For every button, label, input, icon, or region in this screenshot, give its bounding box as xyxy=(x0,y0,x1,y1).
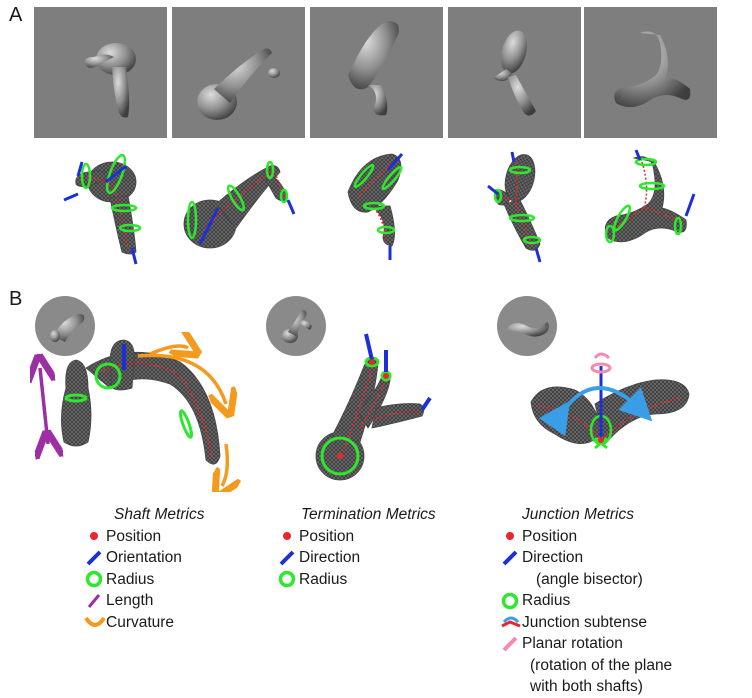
junction-position-label: Position xyxy=(522,526,577,548)
shaft-radius-row: Radius xyxy=(84,569,204,591)
orientation-bar-icon xyxy=(84,547,106,568)
termination-direction-row: Direction xyxy=(277,547,436,569)
shaft-metrics-legend: Shaft Metrics Position Orientation Radiu… xyxy=(84,504,204,633)
position-dot-icon xyxy=(277,526,299,547)
shaft-curvature-row: Curvature xyxy=(84,612,204,634)
termination-position-label: Position xyxy=(299,526,354,548)
shaft-length-row: Length xyxy=(84,590,204,612)
junction-direction-row: Direction xyxy=(500,547,672,569)
termination-direction-label: Direction xyxy=(299,547,360,569)
termination-radius-label: Radius xyxy=(299,569,347,591)
length-line-icon xyxy=(84,590,106,611)
junction-direction-note: (angle bisector) xyxy=(500,569,672,591)
render-shape-5 xyxy=(584,7,717,138)
shaft-orientation-label: Orientation xyxy=(106,547,182,569)
planar-rotation-icon xyxy=(500,633,522,654)
junction-rotation-note-2: with both shafts) xyxy=(500,676,672,698)
junction-rotation-row: Planar rotation xyxy=(500,633,672,655)
position-dot-icon xyxy=(500,526,522,547)
shaft-position-row: Position xyxy=(84,526,204,548)
junction-direction-label: Direction xyxy=(522,547,583,569)
radius-ring-icon xyxy=(84,569,106,590)
direction-bar-icon xyxy=(277,547,299,568)
panel-label-b: B xyxy=(9,288,22,311)
shaft-orientation-row: Orientation xyxy=(84,547,204,569)
shaft-metrics-title: Shaft Metrics xyxy=(84,504,204,526)
shaft-metrics-illustration xyxy=(30,332,250,496)
junction-radius-label: Radius xyxy=(522,590,570,612)
shaft-position-label: Position xyxy=(106,526,161,548)
render-shape-3 xyxy=(310,7,443,138)
mesh-shape-1 xyxy=(38,148,178,266)
junction-position-row: Position xyxy=(500,526,672,548)
mesh-shape-5 xyxy=(590,148,730,266)
radius-ring-icon xyxy=(500,590,522,611)
mesh-shape-3 xyxy=(314,148,454,266)
junction-subtense-label: Junction subtense xyxy=(522,612,647,634)
junction-metrics-title: Junction Metrics xyxy=(500,504,672,526)
shaft-radius-label: Radius xyxy=(106,569,154,591)
termination-radius-row: Radius xyxy=(277,569,436,591)
curvature-arc-icon xyxy=(84,612,106,633)
junction-metrics-illustration xyxy=(525,344,705,463)
junction-radius-row: Radius xyxy=(500,590,672,612)
termination-position-row: Position xyxy=(277,526,436,548)
shaft-curvature-label: Curvature xyxy=(106,612,174,634)
render-shape-2 xyxy=(172,7,305,138)
termination-metrics-legend: Termination Metrics Position Direction R… xyxy=(277,504,436,590)
junction-rotation-label: Planar rotation xyxy=(522,633,623,655)
junction-metrics-legend: Junction Metrics Position Direction (ang… xyxy=(500,504,672,698)
panel-label-a: A xyxy=(9,4,22,27)
mesh-shape-4 xyxy=(452,148,592,266)
radius-ring-icon xyxy=(277,569,299,590)
render-shape-4 xyxy=(448,7,581,138)
termination-metrics-illustration xyxy=(310,332,450,496)
position-dot-icon xyxy=(84,526,106,547)
junction-rotation-note-1: (rotation of the plane xyxy=(500,655,672,677)
junction-subtense-row: Junction subtense xyxy=(500,612,672,634)
mesh-shape-2 xyxy=(176,148,316,266)
shaft-length-label: Length xyxy=(106,590,153,612)
subtense-arc-icon xyxy=(500,612,522,633)
termination-metrics-title: Termination Metrics xyxy=(277,504,436,526)
render-shape-1 xyxy=(34,7,167,138)
direction-bar-icon xyxy=(500,547,522,568)
